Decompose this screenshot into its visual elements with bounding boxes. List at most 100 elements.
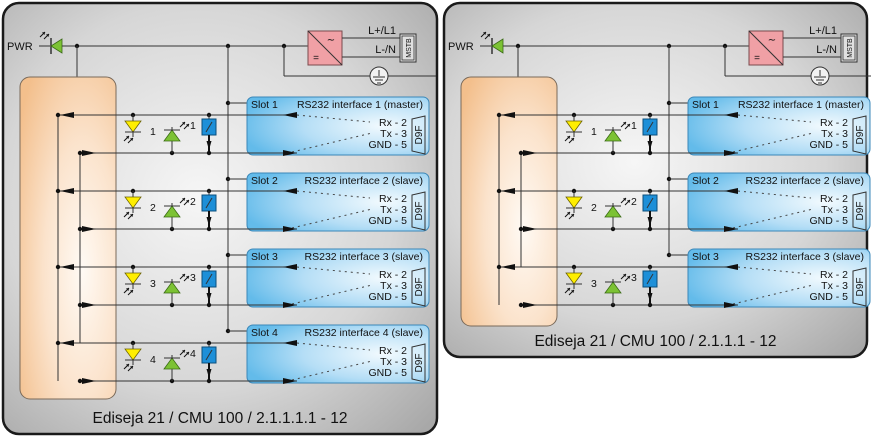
tx-dashed (291, 132, 373, 153)
slot-interface-name: RS232 interface 3 (slave) (746, 251, 864, 263)
arrow-left-icon (60, 340, 74, 346)
ray-head (130, 138, 133, 141)
mcu-block (460, 76, 558, 327)
relay-switch (646, 273, 654, 285)
light-emitted-icon (179, 273, 190, 282)
junction-dot (77, 150, 83, 156)
arrow-right-icon (82, 302, 96, 308)
connector-label: D9F (414, 278, 425, 297)
ray-head (567, 212, 570, 215)
rx-led-icon (124, 120, 142, 133)
light-emitted-icon (620, 197, 631, 206)
tx-led-icon (604, 129, 622, 142)
light-emitted-icon (123, 363, 134, 372)
slot-interface-name: RS232 interface 3 (slave) (305, 251, 423, 263)
arrow-right-icon (724, 226, 738, 232)
light-emitted-icon (179, 197, 190, 206)
rx-led-icon (124, 348, 142, 361)
rx-led-number: 2 (150, 202, 156, 214)
ray-head (126, 288, 129, 291)
arrow-left-icon (283, 188, 297, 194)
arrow-right-icon (283, 378, 297, 384)
tx-led-number: 2 (631, 196, 637, 208)
mcu-block (19, 76, 117, 400)
arrow-right-icon (82, 378, 96, 384)
ray-head (126, 212, 129, 215)
d9f-connector-icon (411, 115, 426, 155)
light-emitted-icon (620, 273, 631, 282)
relay-switch (646, 197, 654, 209)
ray-head (126, 364, 129, 367)
rx-dashed (296, 190, 371, 199)
ray-head (186, 352, 189, 355)
arrow-left-icon (501, 264, 515, 270)
slot-label: Slot 1 (692, 99, 719, 111)
psu-ac-symbol: ∼ (768, 35, 776, 46)
relay-switch (205, 349, 213, 361)
ray-head (623, 198, 626, 201)
l1-label: L+/L1 (368, 25, 396, 37)
rx-dashed (296, 342, 371, 351)
connector-label: D9F (414, 202, 425, 221)
tx-led-number: 2 (190, 196, 196, 208)
relay-arrow-icon (206, 141, 212, 150)
power-supply-converter-icon: ∼= (307, 30, 343, 66)
light-emitted-icon (123, 135, 134, 144)
pin-gnd-label: GND - 5 (368, 215, 407, 227)
rx-led-number: 3 (150, 278, 156, 290)
psu-ac-symbol: ∼ (327, 35, 335, 46)
rx-led-number: 1 (591, 126, 597, 138)
ray-head (42, 32, 45, 35)
arrow-left-icon (283, 264, 297, 270)
ray-head (627, 124, 630, 127)
slot-card (687, 248, 871, 308)
arrow-right-icon (523, 226, 537, 232)
psu-diagonal (748, 30, 784, 66)
slot-card (687, 172, 871, 232)
slot-card (246, 324, 430, 384)
light-emitted-icon (480, 31, 491, 40)
ray-head (46, 34, 49, 37)
junction-dot (77, 302, 83, 308)
device-title: Ediseja 21 / CMU 100 / 2.1.1.1.1 - 12 (92, 410, 347, 427)
mstb-inner (401, 35, 415, 61)
psu-dc-symbol: = (313, 53, 319, 64)
ray-head (571, 138, 574, 141)
junction-dot (77, 226, 83, 232)
arrow-right-icon (283, 226, 297, 232)
arrow-left-icon (283, 112, 297, 118)
relay-switch (205, 197, 213, 209)
light-emitted-icon (39, 31, 50, 40)
pin-gnd-label: GND - 5 (809, 291, 848, 303)
arrow-right-icon (724, 150, 738, 156)
rx-dashed (737, 190, 812, 199)
arrow-left-icon (501, 112, 515, 118)
arrow-right-icon (724, 302, 738, 308)
junction-dot (496, 112, 502, 118)
junction-dot (518, 302, 524, 308)
ray-head (186, 200, 189, 203)
pin-rx-label: Rx - 2 (379, 345, 407, 357)
slot-interface-name: RS232 interface 4 (slave) (305, 327, 423, 339)
psu-dc-symbol: = (754, 53, 760, 64)
junction-dot (55, 264, 61, 270)
pin-rx-label: Rx - 2 (379, 193, 407, 205)
rx-dashed (737, 114, 812, 123)
arrow-left-icon (283, 340, 297, 346)
mstb-inner (842, 35, 856, 61)
psu-diagonal (307, 30, 343, 66)
tx-led-icon (163, 205, 181, 218)
ray-head (567, 136, 570, 139)
mstb-label: MSTB (847, 38, 854, 58)
ray-head (182, 274, 185, 277)
l1-label: L+/L1 (809, 25, 837, 37)
light-emitted-icon (564, 211, 575, 220)
light-emitted-icon (179, 121, 190, 130)
light-emitted-icon (620, 121, 631, 130)
ray-head (130, 366, 133, 369)
